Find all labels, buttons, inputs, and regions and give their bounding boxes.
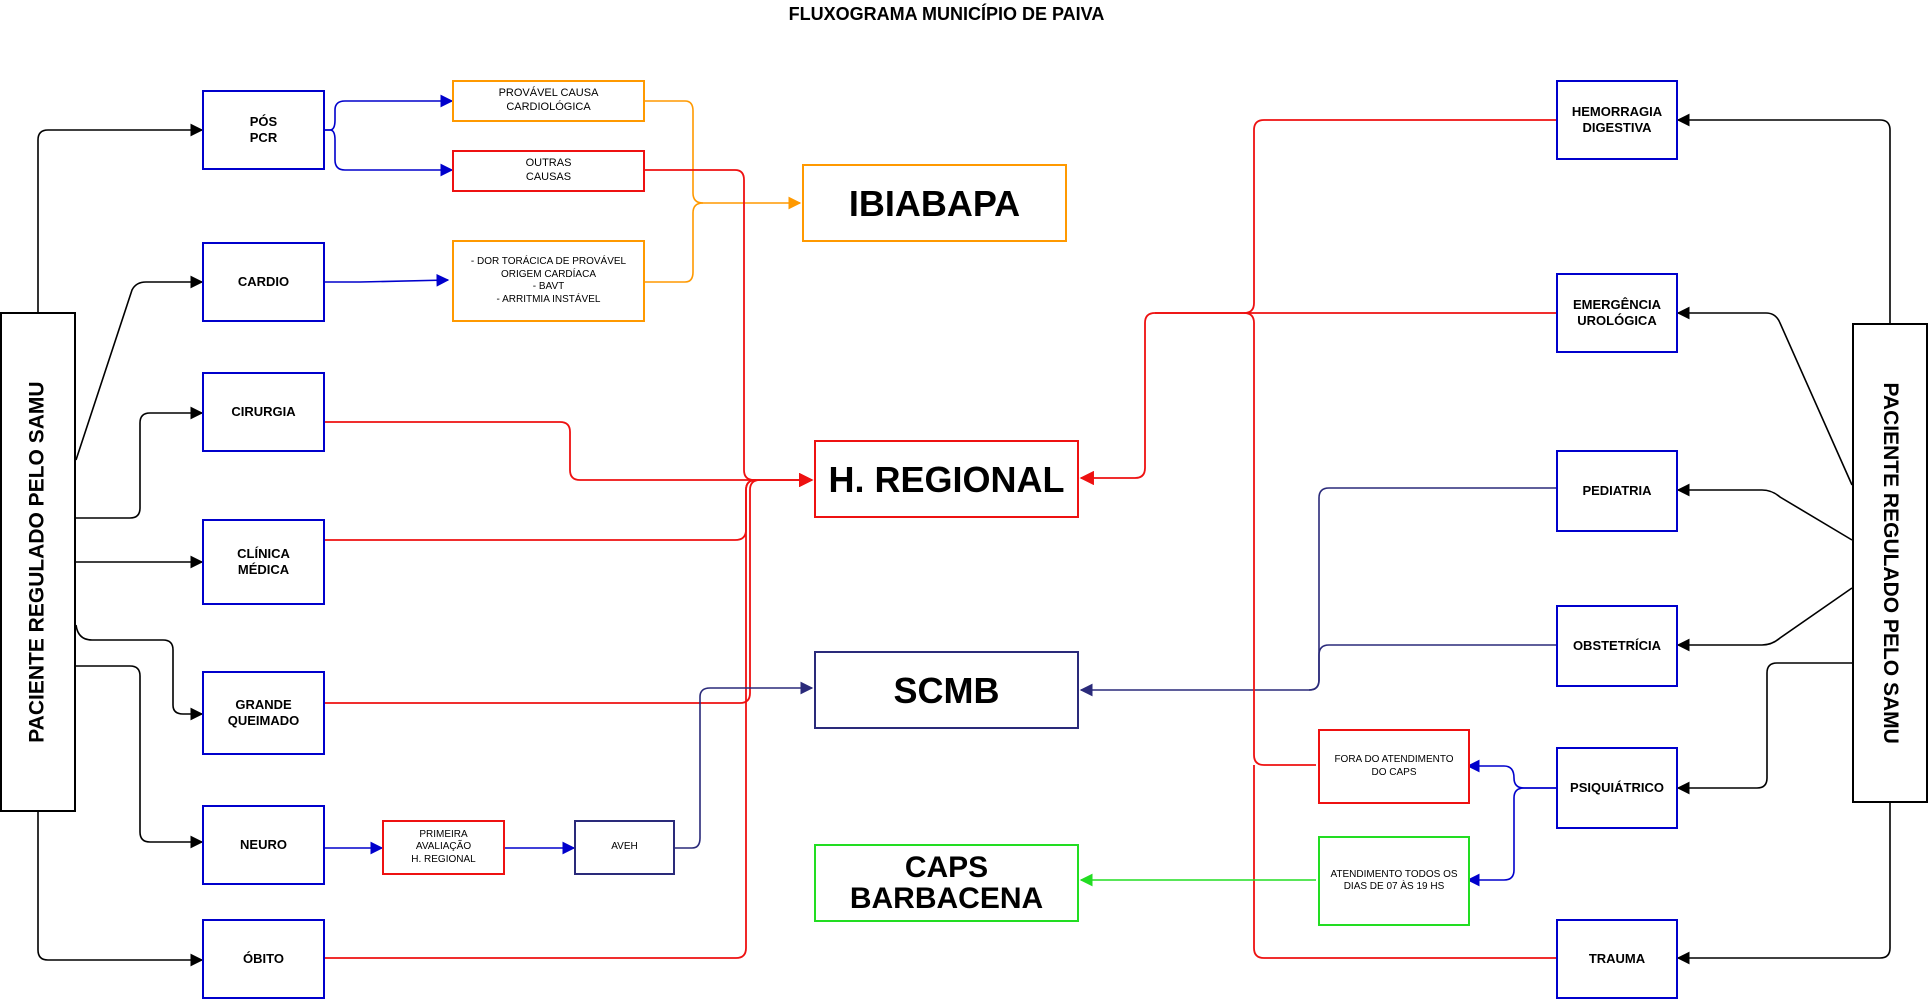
right-blue-connectors	[1466, 759, 1556, 887]
scmb-box: SCMB	[814, 651, 1079, 729]
left-source-label: PACIENTE REGULADO PELO SAMU	[25, 381, 49, 743]
left-source-connectors	[37, 123, 204, 967]
right-source-label: PACIENTE REGULADO PELO SAMU	[1879, 382, 1903, 744]
left-blue-connectors	[325, 94, 576, 855]
h-regional-box: H. REGIONAL	[814, 440, 1079, 518]
pediatria-box: PEDIATRIA	[1556, 450, 1678, 532]
obito-box: ÓBITO	[202, 919, 325, 999]
navy-connectors	[675, 487, 1556, 849]
emergencia-urologica-box: EMERGÊNCIA UROLÓGICA	[1556, 273, 1678, 353]
ibiapaba-box: IBIABAPA	[802, 164, 1067, 242]
outras-causas-box: OUTRAS CAUSAS	[452, 150, 645, 192]
primeira-avaliacao-box: PRIMEIRA AVALIAÇÃO H. REGIONAL	[382, 820, 505, 875]
red-right-connectors	[1079, 119, 1556, 959]
right-source-connectors	[1676, 113, 1891, 965]
fora-caps-box: FORA DO ATENDIMENTO DO CAPS	[1318, 729, 1470, 804]
caps-barbacena-box: CAPS BARBACENA	[814, 844, 1079, 922]
cardio-box: CARDIO	[202, 242, 325, 322]
provavel-causa-box: PROVÁVEL CAUSA CARDIOLÓGICA	[452, 80, 645, 122]
cirurgia-box: CIRURGIA	[202, 372, 325, 452]
grande-queimado-box: GRANDE QUEIMADO	[202, 671, 325, 755]
orange-connectors	[645, 100, 802, 283]
atendimento-box: ATENDIMENTO TODOS OS DIAS DE 07 ÀS 19 HS	[1318, 836, 1470, 926]
psiquiatrico-box: PSIQUIÁTRICO	[1556, 747, 1678, 829]
diagram-title: FLUXOGRAMA MUNICÍPIO DE PAIVA	[788, 4, 1105, 24]
right-source-box: PACIENTE REGULADO PELO SAMU	[1852, 323, 1928, 803]
red-left-connectors	[325, 169, 814, 959]
obstetricia-box: OBSTETRÍCIA	[1556, 605, 1678, 687]
neuro-box: NEURO	[202, 805, 325, 885]
trauma-box: TRAUMA	[1556, 919, 1678, 999]
pos-pcr-box: PÓS PCR	[202, 90, 325, 170]
clinica-medica-box: CLÍNICA MÉDICA	[202, 519, 325, 605]
dor-toracica-box: - DOR TORÁCICA DE PROVÁVEL ORIGEM CARDÍA…	[452, 240, 645, 322]
hemorragia-digestiva-box: HEMORRAGIA DIGESTIVA	[1556, 80, 1678, 160]
left-source-box: PACIENTE REGULADO PELO SAMU	[0, 312, 76, 812]
aveh-box: AVEH	[574, 820, 675, 875]
